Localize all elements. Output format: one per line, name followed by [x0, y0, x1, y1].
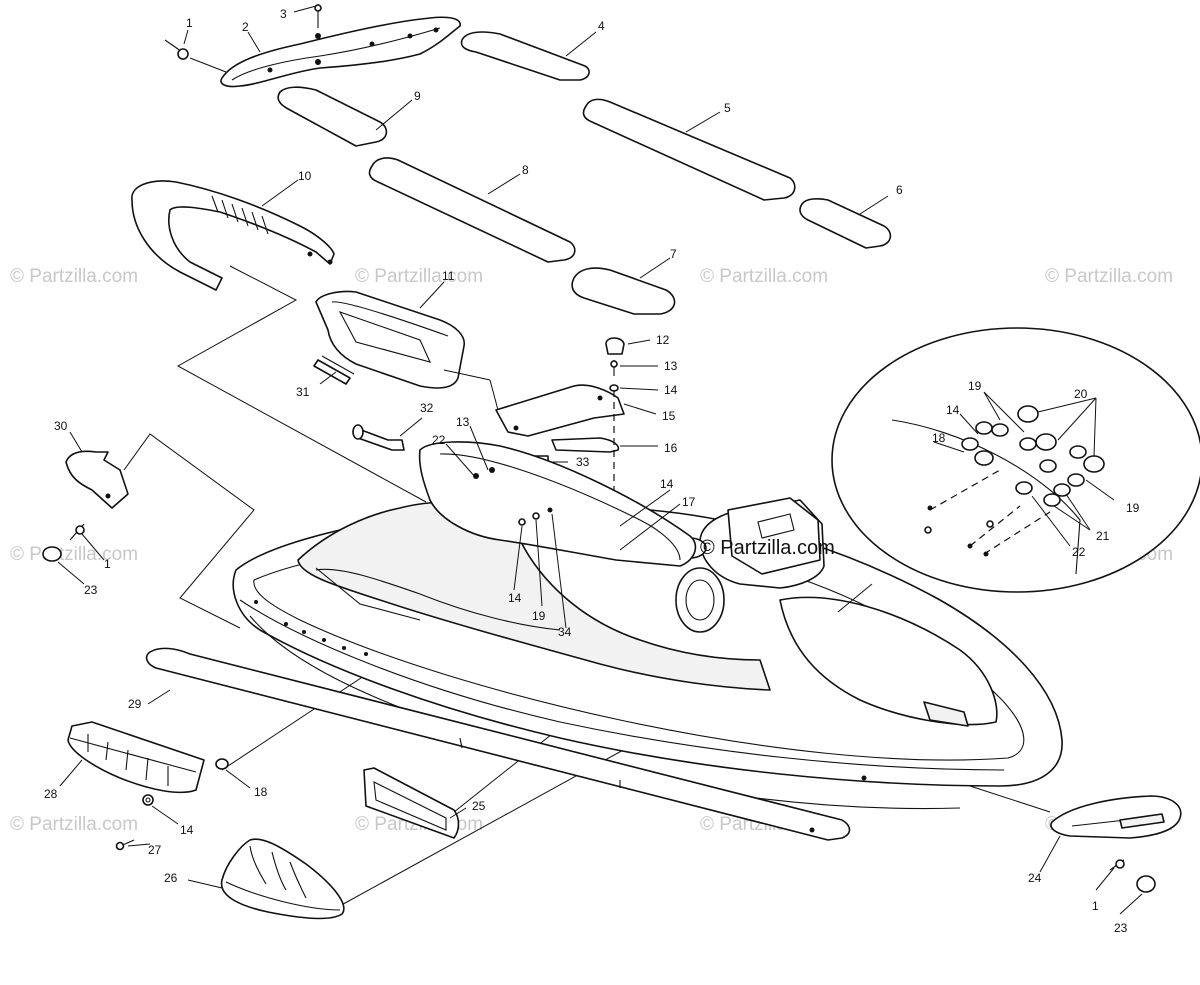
part-25-panel — [363, 767, 460, 839]
watermark: © Partzilla.com — [10, 544, 138, 565]
part-15-hinge-plate — [495, 384, 625, 437]
callout-13: 13 — [664, 359, 678, 373]
callout-6: 6 — [896, 183, 903, 197]
part-14-washer — [142, 794, 154, 806]
callout-30: 30 — [54, 419, 68, 433]
callout-28: 28 — [44, 787, 58, 801]
callout-26: 26 — [164, 871, 178, 885]
part-1-screw — [1109, 859, 1125, 871]
part-1-screw — [164, 39, 227, 73]
callout-14: 14 — [664, 383, 678, 397]
callout-14: 14 — [508, 591, 522, 605]
rear-cover — [418, 441, 697, 567]
watermark: © Partzilla.com — [1045, 266, 1173, 287]
callout-13: 13 — [456, 415, 470, 429]
callout-19: 19 — [1126, 501, 1140, 515]
callout-19: 19 — [968, 379, 982, 393]
callout-12: 12 — [656, 333, 670, 347]
callout-10: 10 — [298, 169, 312, 183]
part-29-rub-rail — [145, 647, 851, 841]
callout-33: 33 — [576, 455, 590, 469]
callout-22: 22 — [432, 433, 446, 447]
part-26-pump-cover — [220, 838, 345, 920]
inset-washers — [961, 405, 1105, 507]
callout-1: 1 — [186, 16, 193, 30]
callout-14: 14 — [946, 403, 960, 417]
callout-21: 21 — [1096, 529, 1110, 543]
part-31-clip — [313, 355, 355, 385]
watermark: © Partzilla.com — [355, 266, 483, 287]
part-24-front-bumper — [1050, 795, 1182, 839]
part-30-bracket — [65, 450, 129, 509]
hull-body — [232, 497, 1063, 810]
part-4-mat — [460, 31, 590, 81]
watermark: © Partzilla.com — [10, 266, 138, 287]
callout-17: 17 — [682, 495, 696, 509]
part-27-screw — [115, 839, 135, 851]
part-13-screw — [610, 360, 618, 376]
part-10-rear-handle — [131, 180, 335, 291]
part-7-mat — [571, 267, 676, 315]
part-18-washer — [215, 758, 229, 770]
callout-11: 11 — [442, 269, 455, 283]
callout-27: 27 — [148, 843, 162, 857]
part-11-storage-bin — [315, 290, 465, 389]
part-16-latch-plate — [551, 437, 620, 453]
callout-14: 14 — [660, 477, 674, 491]
callout-leaders — [57, 5, 1143, 915]
part-12-knob — [605, 337, 625, 355]
callout-4: 4 — [598, 19, 605, 33]
callout-8: 8 — [522, 163, 529, 177]
part-3-screw — [314, 4, 322, 28]
watermark-main: © Partzilla.com — [700, 537, 835, 559]
callout-9: 9 — [414, 89, 421, 103]
part-32-fitting — [352, 424, 405, 451]
part-8-mat — [368, 157, 576, 263]
callout-29: 29 — [128, 697, 142, 711]
watermark: © Partzilla.com — [10, 814, 138, 835]
callout-24: 24 — [1028, 871, 1042, 885]
callout-5: 5 — [724, 101, 731, 115]
callout-numbers: 1 2 3 4 9 5 6 8 7 10 11 12 13 14 15 16 3… — [44, 7, 1140, 935]
callout-23: 23 — [1114, 921, 1128, 935]
part-1-screw — [69, 523, 85, 541]
callout-32: 32 — [420, 401, 434, 415]
part-2-grab-handle — [220, 16, 461, 88]
callout-19: 19 — [532, 609, 546, 623]
callout-31: 31 — [296, 385, 310, 399]
part-28-intake-grate — [67, 721, 205, 794]
callout-7: 7 — [670, 247, 677, 261]
callout-15: 15 — [662, 409, 676, 423]
callout-25: 25 — [472, 799, 486, 813]
callout-1: 1 — [104, 557, 111, 571]
part-23-cap — [42, 546, 62, 562]
callout-22: 22 — [1072, 545, 1086, 559]
callout-23: 23 — [84, 583, 98, 597]
part-23-cap — [1136, 875, 1156, 893]
detail-inset-balloon — [831, 327, 1200, 613]
callout-34: 34 — [558, 625, 572, 639]
watermark: © Partzilla.com — [700, 266, 828, 287]
callout-18: 18 — [932, 431, 946, 445]
deck-fasteners — [518, 507, 553, 526]
part-5-mat — [582, 98, 796, 201]
part-9-mat — [277, 86, 388, 147]
part-6-mat — [799, 198, 892, 249]
callout-1: 1 — [1092, 899, 1099, 913]
callout-3: 3 — [280, 7, 287, 21]
callout-2: 2 — [242, 20, 249, 34]
callout-16: 16 — [664, 441, 678, 455]
callout-14: 14 — [180, 823, 194, 837]
callout-18: 18 — [254, 785, 268, 799]
callout-20: 20 — [1074, 387, 1088, 401]
